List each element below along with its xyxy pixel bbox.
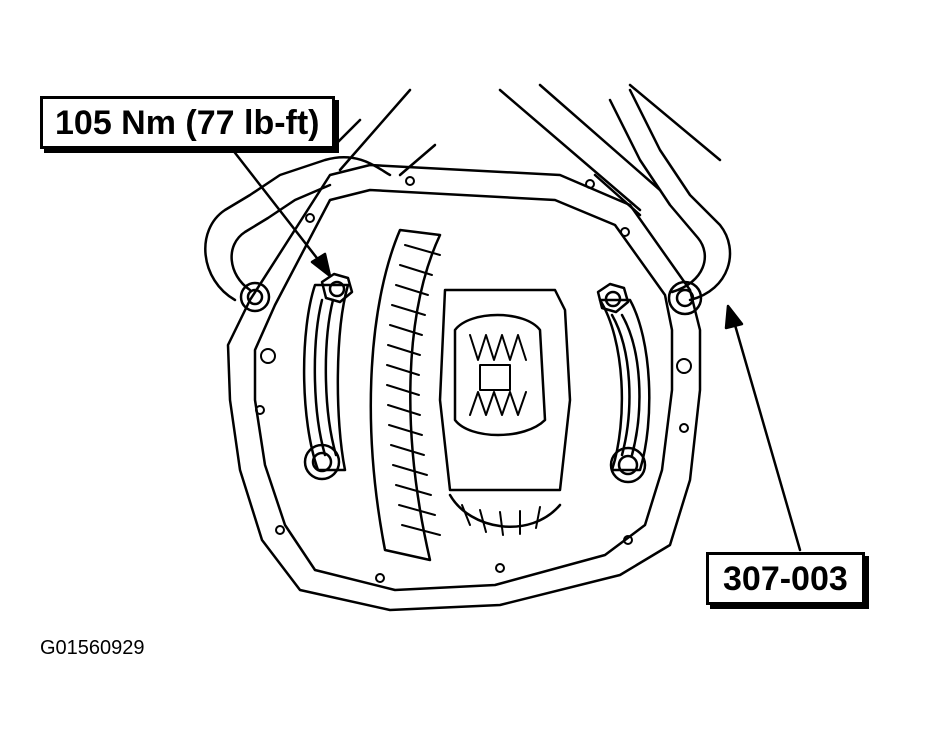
spider-gear-window (453, 313, 547, 437)
differential-case (438, 288, 572, 492)
bearing-cap-left-rib (313, 298, 327, 457)
bearing-cap-right-rib (610, 313, 631, 457)
bearing-cap-right-rib-2 (620, 313, 641, 457)
ring-gear-teeth (386, 244, 441, 536)
housing-flange (226, 163, 702, 612)
spreader-tool-frame (204, 156, 392, 302)
figure-id-label: G01560929 (40, 637, 145, 659)
ring-gear-outline (369, 228, 442, 562)
spreader-tool-right-arm (628, 88, 732, 302)
tool-number-callout: 307-003 (706, 552, 865, 605)
spreader-tool-right-arm-inner (608, 98, 707, 294)
flange-bolt-holes (255, 176, 692, 583)
housing-inner-edge (253, 188, 674, 592)
bearing-cap-left (302, 283, 350, 472)
carrier-bolt-top-left (320, 272, 354, 304)
spreader-tool-frame-inner (230, 183, 332, 292)
tool-bolt-left (239, 281, 271, 313)
bearing-cap-left-rib-2 (324, 298, 338, 457)
carrier-bolt-top-right (596, 282, 630, 314)
carrier-bolt-bottom-right (609, 446, 647, 484)
carrier-bolt-bottom-left (303, 443, 341, 481)
torque-spec-callout: 105 Nm (77 lb-ft) (40, 96, 335, 149)
pinion-gear (448, 493, 562, 528)
spider-gear-teeth (469, 334, 527, 416)
bearing-cap-right (598, 298, 651, 472)
torque-leader (223, 138, 332, 278)
pinion-teeth (461, 504, 541, 536)
tool-leader (724, 304, 802, 552)
tool-bolt-right (667, 280, 703, 316)
